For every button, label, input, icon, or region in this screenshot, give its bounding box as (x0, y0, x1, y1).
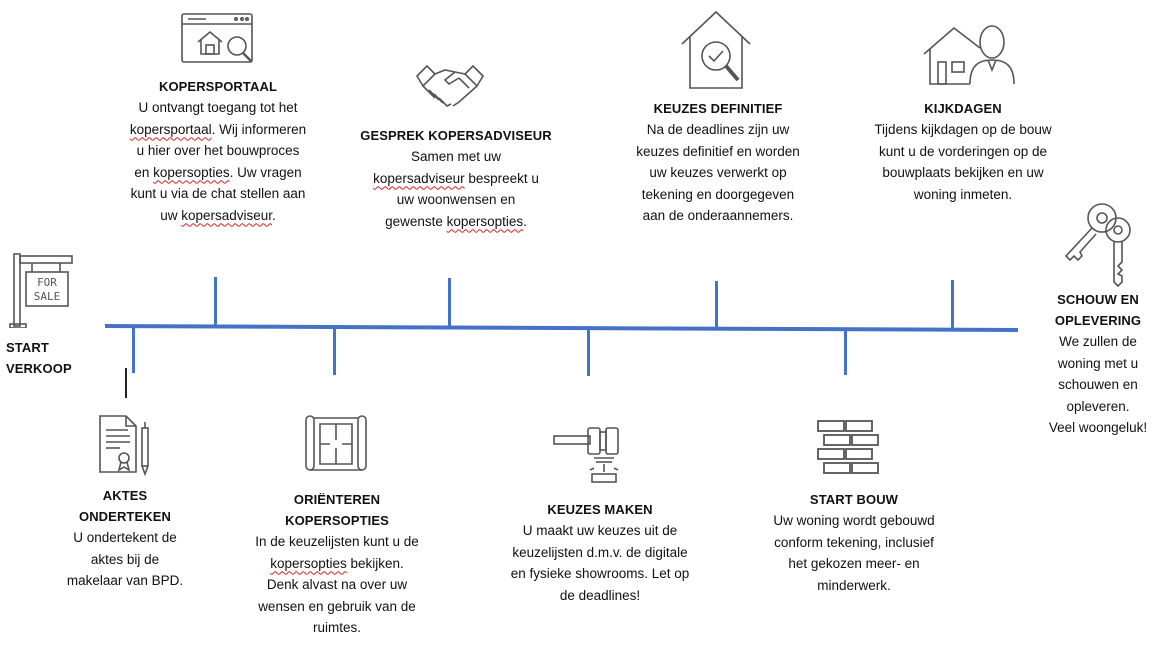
tick-kijkdagen (951, 280, 954, 328)
step-maken: KEUZES MAKEN U maakt uw keuzes uit de ke… (488, 499, 712, 606)
tick-kopersportaal (214, 277, 217, 325)
maken-body: U maakt uw keuzes uit de keuzelijsten d.… (510, 523, 690, 603)
step-bouw: START BOUW Uw woning wordt gebouwd confo… (744, 489, 964, 596)
browser-house-search-icon (180, 12, 266, 68)
brick-wall-icon (816, 419, 880, 481)
definitief-title: KEUZES DEFINITIEF (653, 101, 783, 116)
kopersportaal-body: U ontvangt toegang tot het kopersportaal… (129, 100, 307, 223)
for-sale-sign-icon: FOR SALE (8, 250, 78, 328)
kijkdagen-body: Tijdens kijkdagen op de bouw kunt u de v… (874, 122, 1052, 202)
tick-definitief (715, 281, 718, 327)
spellcheck-word: kopersopties (153, 164, 230, 180)
definitief-body: Na de deadlines zijn uw keuzes definitie… (636, 122, 800, 223)
bouw-title: START BOUW (809, 492, 899, 507)
keys-icon (1056, 200, 1142, 288)
svg-text:FOR: FOR (37, 276, 57, 289)
step-aktes: AKTES ONDERTEKEN U ondertekent de aktes … (45, 485, 205, 592)
svg-text:SALE: SALE (34, 290, 61, 303)
schouw-body: We zullen de woning met u schouwen en op… (1048, 334, 1148, 435)
spellcheck-word: kopersadviseur (373, 170, 465, 186)
step-start-verkoop: START VERKOOP (6, 337, 96, 379)
maken-title: KEUZES MAKEN (547, 502, 653, 517)
start-title: START VERKOOP (6, 340, 72, 376)
tick-orienteren (333, 327, 336, 375)
handshake-icon (415, 58, 485, 114)
house-person-icon (920, 18, 1016, 88)
spellcheck-word: kopersopties (446, 213, 524, 229)
tick-bouw (844, 329, 847, 375)
house-check-magnifier-icon (676, 4, 760, 92)
blueprint-icon (300, 414, 372, 476)
tick-aktes (132, 327, 135, 373)
spellcheck-word: kopersadviseur (181, 207, 273, 223)
orienteren-title: ORIËNTEREN KOPERSOPTIES (285, 492, 389, 528)
schouw-title: SCHOUW EN OPLEVERING (1054, 292, 1142, 328)
kopersportaal-title: KOPERSPORTAAL (158, 79, 278, 94)
gesprek-body: Samen met uw kopersadviseur bespreekt u … (373, 149, 539, 229)
spellcheck-word: kopersopties (270, 555, 347, 571)
step-kijkdagen: KIJKDAGEN Tijdens kijkdagen op de bouw k… (858, 98, 1068, 205)
step-orienteren: ORIËNTEREN KOPERSOPTIES In de keuzelijst… (222, 489, 452, 639)
timeline-line (104, 324, 1019, 332)
gavel-icon (552, 424, 628, 484)
aktes-body: U ondertekent de aktes bij de makelaar v… (66, 530, 184, 588)
orienteren-body: In de keuzelijsten kunt u de kopersoptie… (255, 534, 419, 635)
gesprek-title: GESPREK KOPERSADVISEUR (360, 128, 552, 143)
step-gesprek: GESPREK KOPERSADVISEUR Samen met uw kope… (340, 125, 572, 232)
kijkdagen-title: KIJKDAGEN (924, 101, 1002, 116)
step-kopersportaal: KOPERSPORTAAL U ontvangt toegang tot het… (103, 76, 333, 226)
tick-gesprek (448, 278, 451, 326)
tick-maken (587, 328, 590, 376)
spellcheck-word: kopersportaal (129, 121, 212, 137)
step-schouw: SCHOUW EN OPLEVERING We zullen de woning… (1032, 289, 1164, 439)
step-definitief: KEUZES DEFINITIEF Na de deadlines zijn u… (605, 98, 831, 227)
cursor-marker (125, 368, 127, 398)
bouw-body: Uw woning wordt gebouwd conform tekening… (773, 513, 935, 593)
contract-pen-icon (96, 414, 156, 476)
aktes-title: AKTES ONDERTEKEN (78, 488, 171, 524)
